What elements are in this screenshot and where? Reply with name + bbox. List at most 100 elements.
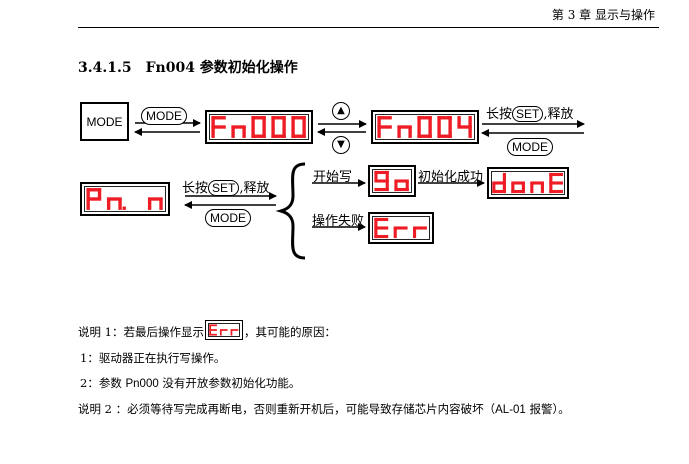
segment-e <box>147 199 152 210</box>
segment-g <box>209 329 217 331</box>
segment-d <box>417 134 432 138</box>
segment-e <box>437 127 441 138</box>
segment-c <box>118 199 122 210</box>
segment-f <box>209 324 211 330</box>
segment-g <box>230 329 239 331</box>
segment-e <box>397 127 401 138</box>
segment-d <box>209 333 217 336</box>
segment-g <box>393 226 408 230</box>
section-number: 3.4.1.5 <box>78 60 132 76</box>
segment-d <box>374 187 389 192</box>
long-press-text-2: 长按 <box>182 181 209 196</box>
segment-b <box>448 116 452 127</box>
segment-f <box>251 116 255 127</box>
seg-text-fn000 <box>211 116 306 138</box>
release-text: ,释放 <box>543 107 574 122</box>
segment-a <box>549 172 563 177</box>
segment-d <box>549 189 563 194</box>
seg-text-err-inline <box>209 324 239 336</box>
segment-d <box>251 134 266 138</box>
up-button: ▲ <box>332 102 350 120</box>
segment-a <box>251 116 266 120</box>
segment-g <box>394 179 409 183</box>
segment-b <box>428 116 432 127</box>
segment-c <box>428 127 432 138</box>
segment-e <box>231 127 235 138</box>
segment-g <box>412 226 427 230</box>
segment-c <box>159 199 163 210</box>
segment-d <box>291 134 306 138</box>
mode-pill-top: MODE <box>141 107 187 125</box>
segment-e <box>417 127 421 138</box>
segment-c <box>468 127 472 138</box>
segment-g <box>147 197 163 201</box>
segment-a <box>86 188 102 192</box>
segment-c <box>262 127 266 138</box>
segment-g <box>377 125 392 129</box>
set-key-pill: SET <box>512 106 544 122</box>
segment-g <box>511 181 525 185</box>
note-2: 说明 2 ：必须等待写完成再断电，否则重新开机后，可能导致存储芯片内容破坏（AL… <box>78 401 570 417</box>
op-fail-label: 操作失败 <box>312 214 365 229</box>
segment-c <box>405 181 409 192</box>
mode-pill-mid: MODE <box>205 209 251 227</box>
segment-g <box>549 181 563 185</box>
section-title: 3.4.1.5 Fn004 参数初始化操作 <box>78 57 298 77</box>
segment-e <box>211 127 215 138</box>
segment-e <box>230 330 233 336</box>
segment-b <box>302 116 306 127</box>
segment-c <box>540 183 544 194</box>
start-write-label: 开始写 <box>313 170 353 185</box>
segment-f <box>374 170 378 181</box>
note2-code: AL-01 <box>495 404 526 416</box>
segment-e <box>412 228 417 239</box>
mode-key: MODE <box>80 102 129 141</box>
segment-a <box>271 116 286 120</box>
segment-c <box>242 127 246 138</box>
segment-e <box>394 181 398 192</box>
segment-f <box>457 116 461 127</box>
note2-a: 说明 2 ：必须等待写完成再断电，否则重新开机后，可能导致存储芯片内容破坏（ <box>78 402 496 416</box>
display-err <box>368 212 434 244</box>
segment-g <box>397 125 412 129</box>
release-text-2: ,释放 <box>239 181 270 196</box>
segment-e <box>393 228 397 239</box>
note2-b: 报警）。 <box>525 402 570 416</box>
segment-f <box>417 116 421 127</box>
segment-e <box>549 183 553 194</box>
segment-d <box>374 234 389 239</box>
segment-a <box>437 116 452 120</box>
display-fn000 <box>205 110 313 144</box>
segment-b <box>262 116 266 127</box>
segment-d <box>394 187 409 192</box>
segment-d <box>492 189 506 194</box>
segment-c <box>408 127 412 138</box>
segment-a <box>291 116 306 120</box>
inline-err-display <box>204 320 243 340</box>
segment-a <box>374 217 389 222</box>
seg-text-go <box>374 170 409 192</box>
segment-e <box>511 183 515 194</box>
segment-f <box>377 116 381 127</box>
segment-e <box>86 199 90 210</box>
segment-g <box>457 125 472 129</box>
segment-g <box>86 197 102 201</box>
segment-d <box>437 134 452 138</box>
segment-g <box>231 125 246 129</box>
segment-f <box>271 116 275 127</box>
section-heading: Fn004 参数初始化操作 <box>145 60 298 76</box>
segment-a <box>377 116 392 120</box>
segment-f <box>549 172 553 183</box>
seg-text-err <box>374 217 427 239</box>
seg-text-pini <box>86 188 163 210</box>
note1-prefix: 说明 1：若最后操作显示 <box>78 325 204 339</box>
display-done <box>487 167 569 199</box>
seg-text-fn004 <box>377 116 472 138</box>
segment-c <box>385 181 389 192</box>
segment-a <box>374 170 389 175</box>
segment-c <box>448 127 452 138</box>
segment-e <box>209 330 211 336</box>
page-header: 第 3 章 显示与操作 <box>551 8 655 22</box>
